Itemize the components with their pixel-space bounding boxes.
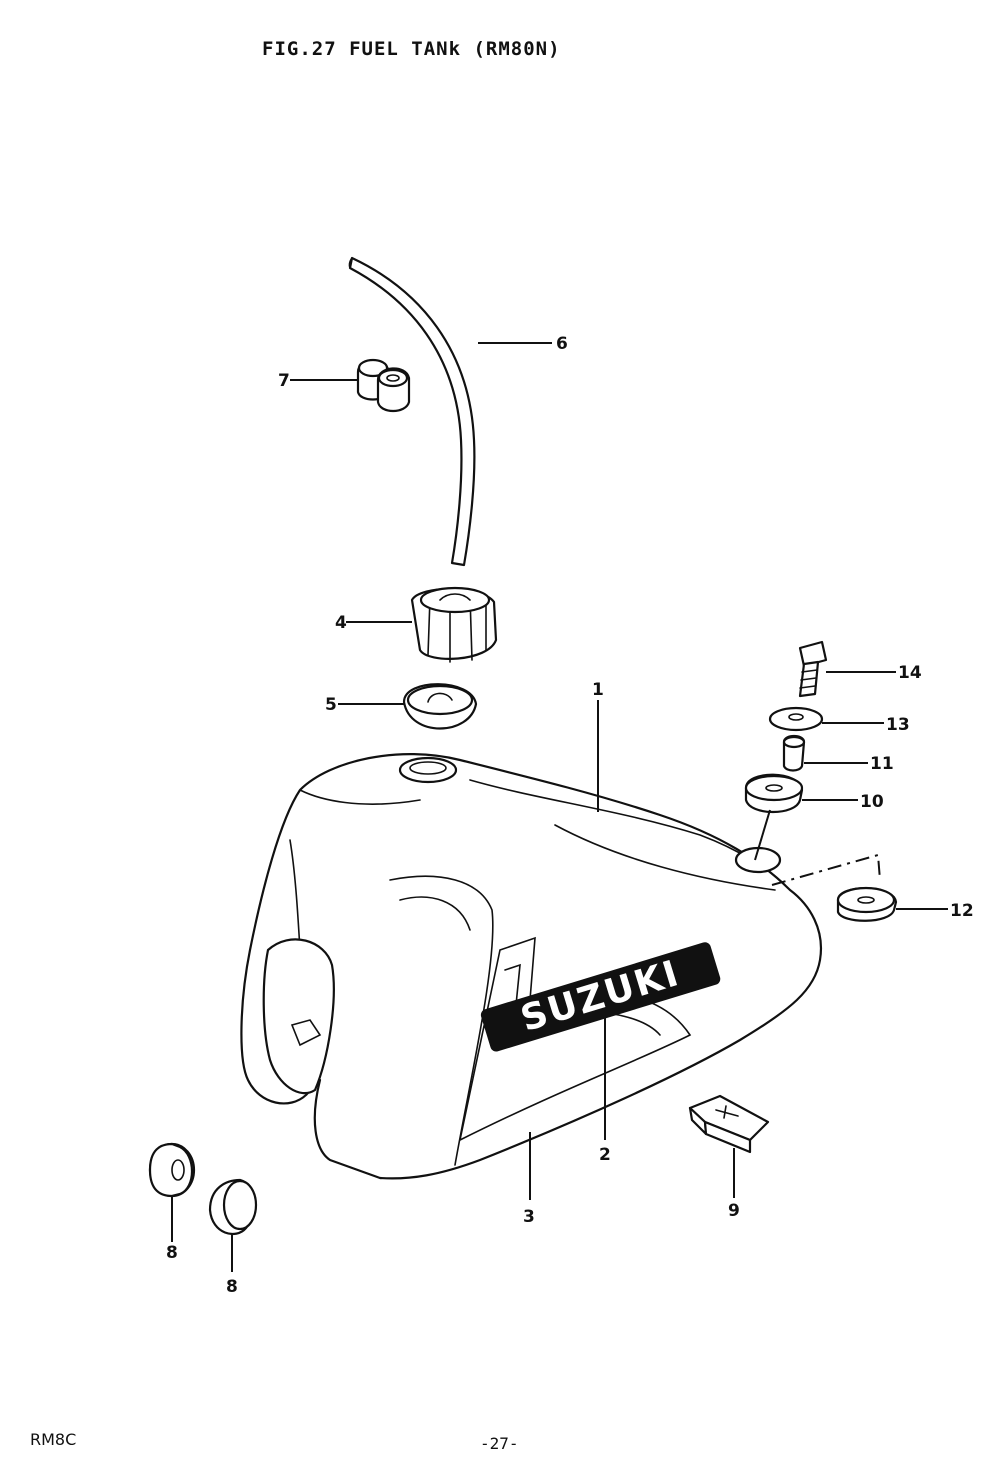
model-code: RM8C	[30, 1430, 77, 1449]
callout-12: 12	[950, 901, 974, 921]
callout-2: 2	[599, 1145, 611, 1165]
hose-clamps	[356, 358, 411, 413]
fuel-cap	[410, 586, 498, 663]
fuel-hose	[348, 256, 476, 567]
callout-8b: 8	[226, 1277, 238, 1297]
cushion-lower	[836, 886, 898, 922]
callout-4: 4	[335, 613, 347, 633]
figure-title: FIG.27 FUEL TANk (RM80N)	[262, 38, 561, 60]
callout-3: 3	[523, 1207, 535, 1227]
seat-plate	[688, 1094, 770, 1154]
callout-5: 5	[325, 695, 337, 715]
bolt	[798, 640, 828, 698]
callout-11: 11	[870, 754, 894, 774]
callout-14: 14	[898, 663, 922, 683]
fuel-tank: SUZUKI	[240, 753, 823, 1180]
page-number: -27-	[480, 1434, 519, 1453]
washer	[768, 706, 824, 732]
collar	[782, 734, 806, 772]
cap-gasket	[402, 683, 478, 730]
rubber-cushion-b	[208, 1178, 258, 1236]
callout-10: 10	[860, 792, 884, 812]
callout-1: 1	[592, 680, 604, 700]
callout-6: 6	[556, 334, 568, 354]
callouts: 1 2 3 4 5 6 7 8 8 9 10 11 12 13 14	[166, 334, 974, 1297]
rubber-cushion-a	[148, 1142, 196, 1198]
cushion-upper	[744, 773, 804, 813]
callout-13: 13	[886, 715, 910, 735]
callout-9: 9	[728, 1201, 740, 1221]
callout-8a: 8	[166, 1243, 178, 1263]
callout-7: 7	[278, 371, 290, 391]
leader-lines	[171, 342, 948, 1272]
